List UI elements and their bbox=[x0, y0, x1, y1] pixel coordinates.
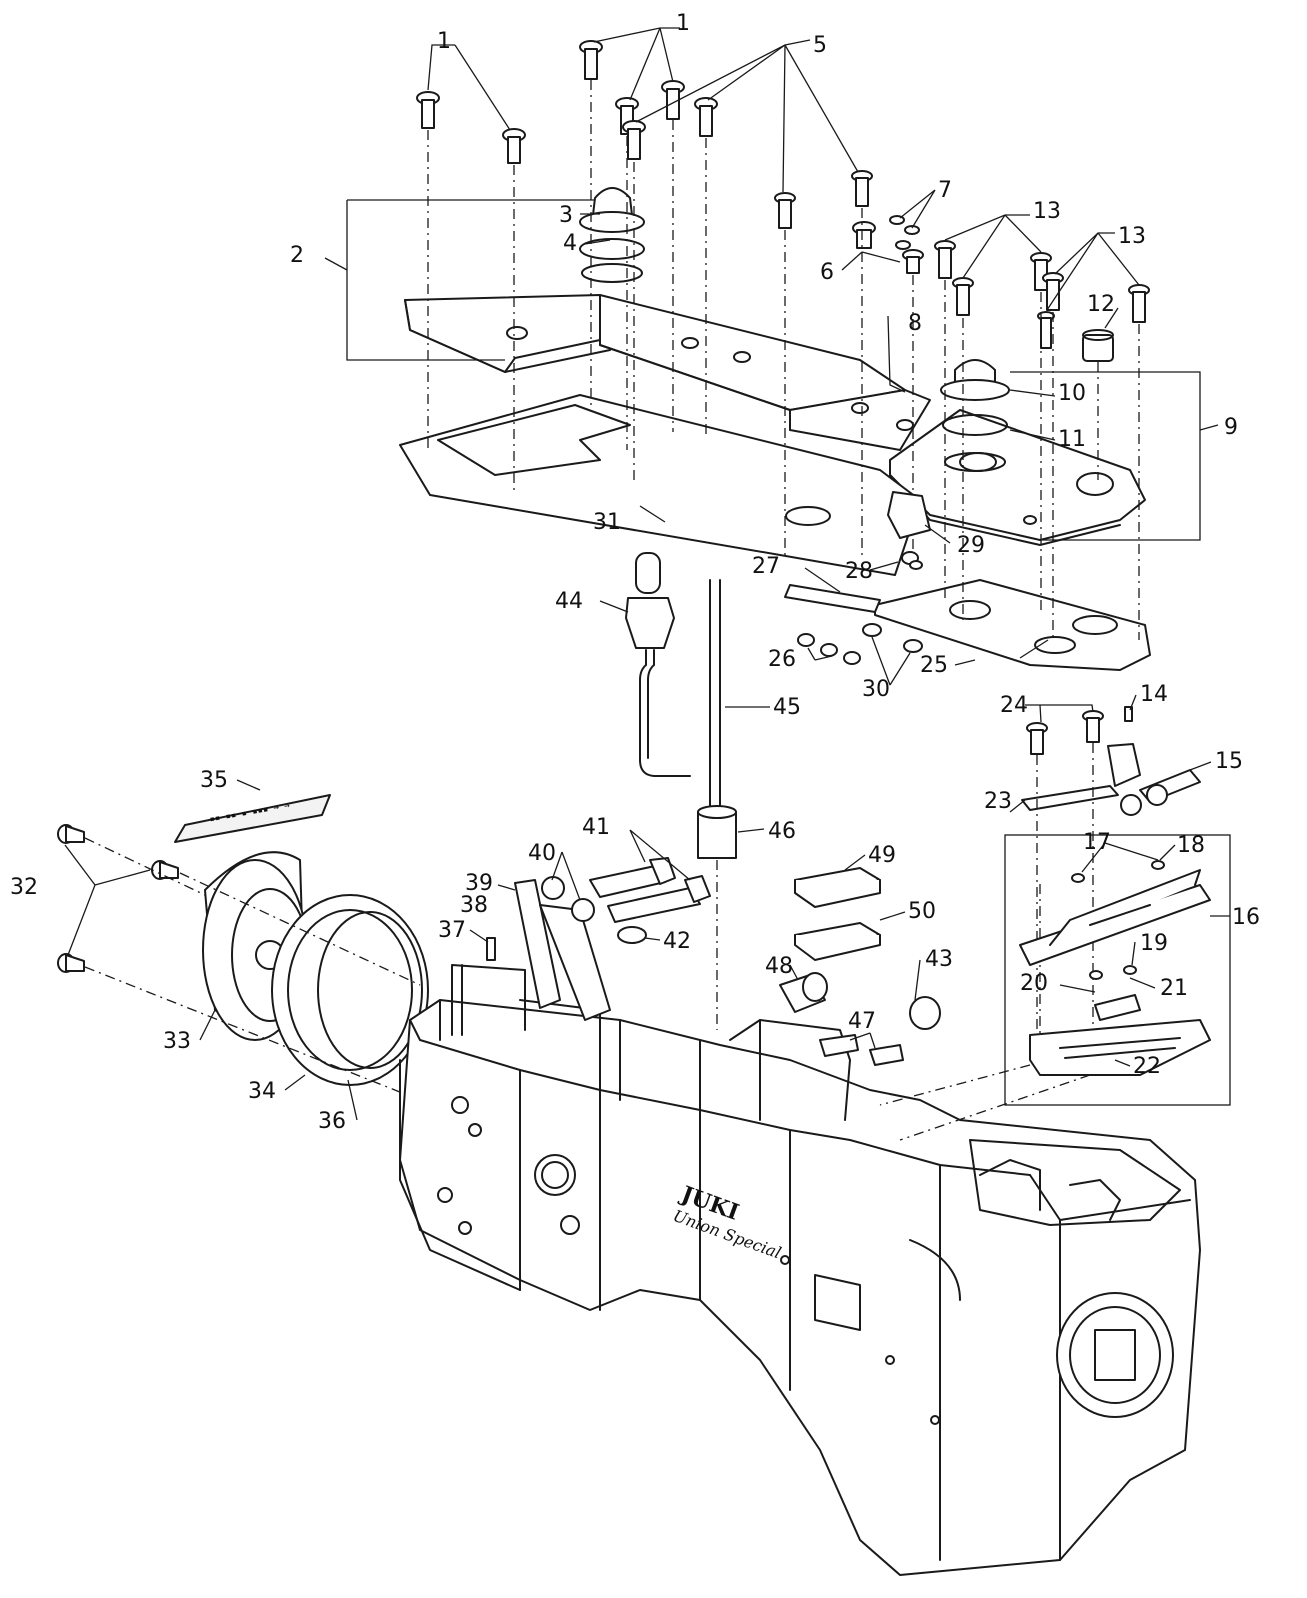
callout-21: 21 bbox=[1160, 976, 1188, 1001]
callout-18: 18 bbox=[1177, 833, 1205, 858]
callout-29: 29 bbox=[957, 533, 985, 558]
callout-30: 30 bbox=[862, 677, 890, 702]
callout-44: 44 bbox=[555, 589, 583, 614]
callout-2: 2 bbox=[290, 243, 304, 268]
cap-12 bbox=[1082, 329, 1114, 362]
callout-19: 19 bbox=[1140, 931, 1168, 956]
callout-8: 8 bbox=[908, 311, 922, 336]
callout-14: 14 bbox=[1140, 682, 1168, 707]
callout-26: 26 bbox=[768, 647, 796, 672]
oil-cap-10 bbox=[940, 359, 1010, 472]
leader-lines bbox=[64, 27, 1230, 1121]
callout-37: 37 bbox=[438, 918, 466, 943]
callout-50: 50 bbox=[908, 899, 936, 924]
callout-20: 20 bbox=[1020, 971, 1048, 996]
callout-33: 33 bbox=[163, 1029, 191, 1054]
callout-34: 34 bbox=[248, 1079, 276, 1104]
callout-23: 23 bbox=[984, 789, 1012, 814]
callout-46: 46 bbox=[768, 819, 796, 844]
callout-6: 6 bbox=[820, 260, 834, 285]
callout-40: 40 bbox=[528, 841, 556, 866]
inner-parts-37-50 bbox=[451, 857, 941, 1066]
callout-12: 12 bbox=[1087, 292, 1115, 317]
callout-5: 5 bbox=[813, 33, 827, 58]
callout-36: 36 bbox=[318, 1109, 346, 1134]
callout-48: 48 bbox=[765, 954, 793, 979]
callout-38: 38 bbox=[460, 893, 488, 918]
oil-pipe-44-45-46 bbox=[625, 552, 737, 1030]
callout-13b: 13 bbox=[1118, 224, 1146, 249]
callout-47: 47 bbox=[848, 1009, 876, 1034]
callout-45: 45 bbox=[773, 695, 801, 720]
callout-15: 15 bbox=[1215, 749, 1243, 774]
callout-10: 10 bbox=[1058, 381, 1086, 406]
screws bbox=[416, 40, 1150, 349]
callout-labels: 1 1 2 3 4 5 6 7 8 9 10 11 12 13 13 14 15… bbox=[10, 11, 1260, 1134]
callout-42: 42 bbox=[663, 929, 691, 954]
callout-27: 27 bbox=[752, 554, 780, 579]
callout-9: 9 bbox=[1224, 415, 1238, 440]
nozzle-parts-26-30 bbox=[784, 491, 931, 665]
machine-arm-body bbox=[399, 880, 1201, 1576]
callout-16: 16 bbox=[1232, 905, 1260, 930]
oil-cap-3 bbox=[579, 187, 645, 283]
callout-7: 7 bbox=[938, 178, 952, 203]
callout-24: 24 bbox=[1000, 693, 1028, 718]
front-flange-assembly: ▪▪ ▪▪ ▪ ▪▪▪ → → bbox=[57, 794, 429, 1101]
callout-41: 41 bbox=[582, 815, 610, 840]
callout-3: 3 bbox=[559, 203, 573, 228]
callout-31: 31 bbox=[593, 510, 621, 535]
callout-25: 25 bbox=[920, 653, 948, 678]
callout-4: 4 bbox=[563, 231, 577, 256]
callout-39: 39 bbox=[465, 871, 493, 896]
right-subassembly-14-24 bbox=[1004, 706, 1231, 1106]
callout-32: 32 bbox=[10, 875, 38, 900]
callout-17: 17 bbox=[1083, 830, 1111, 855]
callout-35: 35 bbox=[200, 768, 228, 793]
callout-43: 43 bbox=[925, 947, 953, 972]
callout-49: 49 bbox=[868, 843, 896, 868]
callout-22: 22 bbox=[1133, 1054, 1161, 1079]
callout-11: 11 bbox=[1058, 427, 1086, 452]
callout-1a: 1 bbox=[437, 29, 451, 54]
callout-28: 28 bbox=[845, 559, 873, 584]
callout-1b: 1 bbox=[676, 11, 690, 36]
top-cover-plate-assembly bbox=[399, 294, 1151, 671]
callout-13a: 13 bbox=[1033, 199, 1061, 224]
